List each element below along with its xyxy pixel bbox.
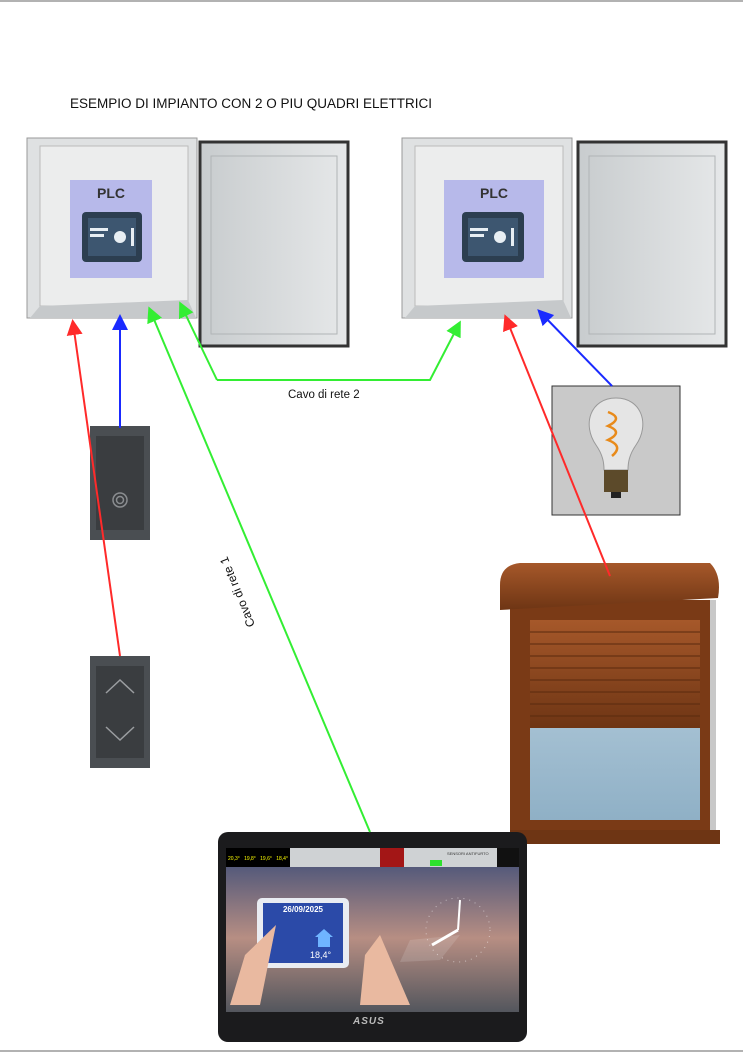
plc-label-2: PLC: [480, 185, 508, 201]
temp-value: 18,4°: [276, 856, 288, 862]
temp-value: 19,8°: [244, 856, 256, 862]
plc-icon: [82, 212, 142, 262]
light-bulb-image: [551, 385, 681, 516]
tablet-hmi: [218, 832, 527, 1042]
red-cable-shutter-switch: [66, 319, 121, 657]
plc-icon: [462, 212, 524, 262]
shutter-switch: [90, 656, 150, 768]
tablet-status-title: SENSORI ANTIFURTO: [447, 851, 489, 856]
tablet-temperature: 18,4°: [310, 950, 332, 960]
tablet-date: 26/09/2025: [282, 905, 324, 914]
electrical-panel-2: [401, 137, 728, 348]
network-cable-1: [147, 306, 371, 833]
blue-cable-lamp: [537, 309, 613, 387]
light-switch: [90, 426, 150, 540]
tablet-brand-logo: ASUS: [353, 1016, 385, 1027]
tablet-temps: 20,3° 19,8° 19,6° 18,4°: [228, 856, 288, 862]
temp-value: 19,6°: [260, 856, 272, 862]
plc-label-1: PLC: [97, 185, 125, 201]
network-cable-2: [217, 320, 461, 381]
electrical-panel-1: [26, 137, 350, 348]
temp-value: 20,3°: [228, 856, 240, 862]
red-cable-shutter: [503, 314, 611, 577]
network-cable-2-end: [178, 301, 218, 381]
page-title: ESEMPIO DI IMPIANTO CON 2 O PIU QUADRI E…: [70, 96, 433, 111]
network-cable-2-label: Cavo di rete 2: [288, 389, 360, 401]
roller-shutter-window: [500, 563, 720, 844]
